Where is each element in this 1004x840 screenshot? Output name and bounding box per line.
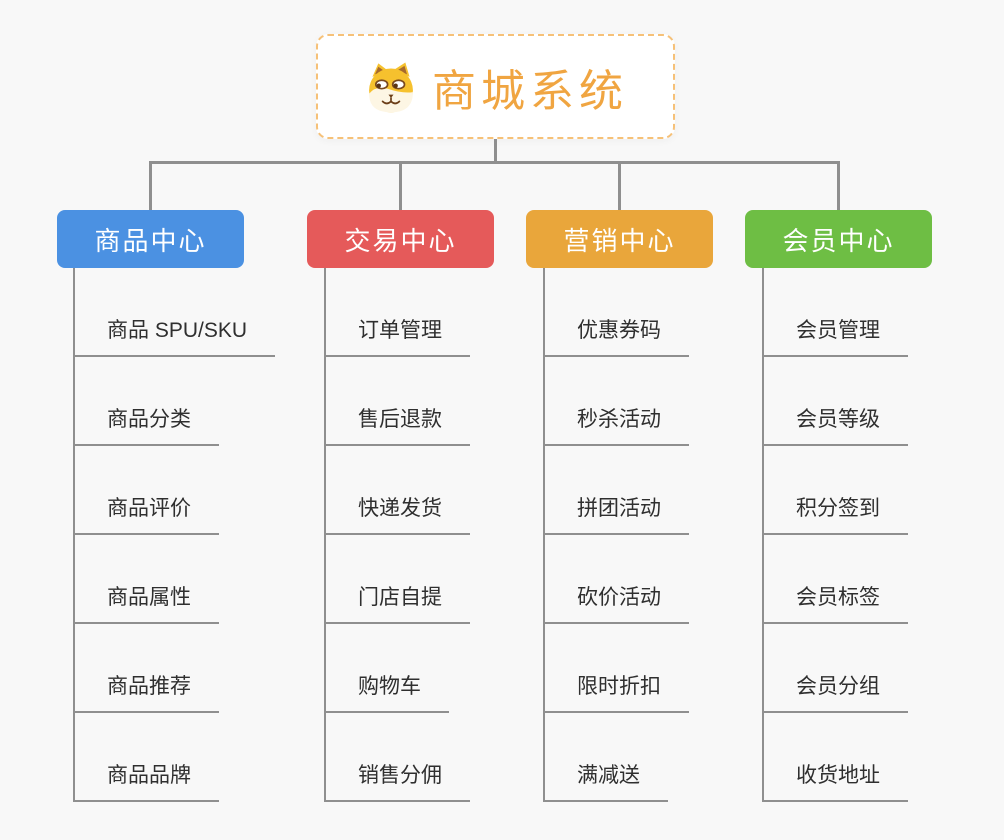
leaf-node[interactable]: 秒杀活动 [543,405,689,446]
branch-product-center[interactable]: 商品中心 [57,210,244,268]
leaf-node[interactable]: 购物车 [324,672,449,713]
leaf-node[interactable]: 砍价活动 [543,583,689,624]
branch-trade-center[interactable]: 交易中心 [307,210,494,268]
connector-drop-1 [149,161,152,210]
leaf-node[interactable]: 积分签到 [762,494,908,535]
doge-icon [369,62,413,112]
root-node[interactable]: 商城系统 [316,34,675,139]
leaf-node[interactable]: 商品分类 [73,405,219,446]
leaf-node[interactable]: 拼团活动 [543,494,689,535]
leaf-node[interactable]: 限时折扣 [543,672,689,713]
leaf-node[interactable]: 商品评价 [73,494,219,535]
leaf-node[interactable]: 会员等级 [762,405,908,446]
leaf-node[interactable]: 优惠券码 [543,316,689,357]
connector-root-stub [494,139,497,163]
leaf-node[interactable]: 会员管理 [762,316,908,357]
leaf-node[interactable]: 商品品牌 [73,761,219,802]
leaf-node[interactable]: 销售分佣 [324,761,470,802]
leaf-node[interactable]: 会员分组 [762,672,908,713]
leaf-node[interactable]: 商品 SPU/SKU [73,316,276,357]
leaf-node[interactable]: 会员标签 [762,583,908,624]
connector-drop-3 [618,161,621,210]
leaf-node[interactable]: 满减送 [543,761,668,802]
root-title: 商城系统 [432,66,628,116]
connector-horizontal [149,161,840,164]
leaf-node[interactable]: 收货地址 [762,761,908,802]
leaf-node[interactable]: 商品属性 [73,583,219,624]
leaf-node[interactable]: 商品推荐 [73,672,219,713]
connector-drop-4 [837,161,840,210]
branch-marketing-center[interactable]: 营销中心 [526,210,713,268]
branch-member-center[interactable]: 会员中心 [745,210,932,268]
leaf-node[interactable]: 门店自提 [324,583,470,624]
leaf-node[interactable]: 售后退款 [324,405,470,446]
connector-drop-2 [399,161,402,210]
leaf-node[interactable]: 订单管理 [324,316,470,357]
leaf-node[interactable]: 快递发货 [324,494,470,535]
